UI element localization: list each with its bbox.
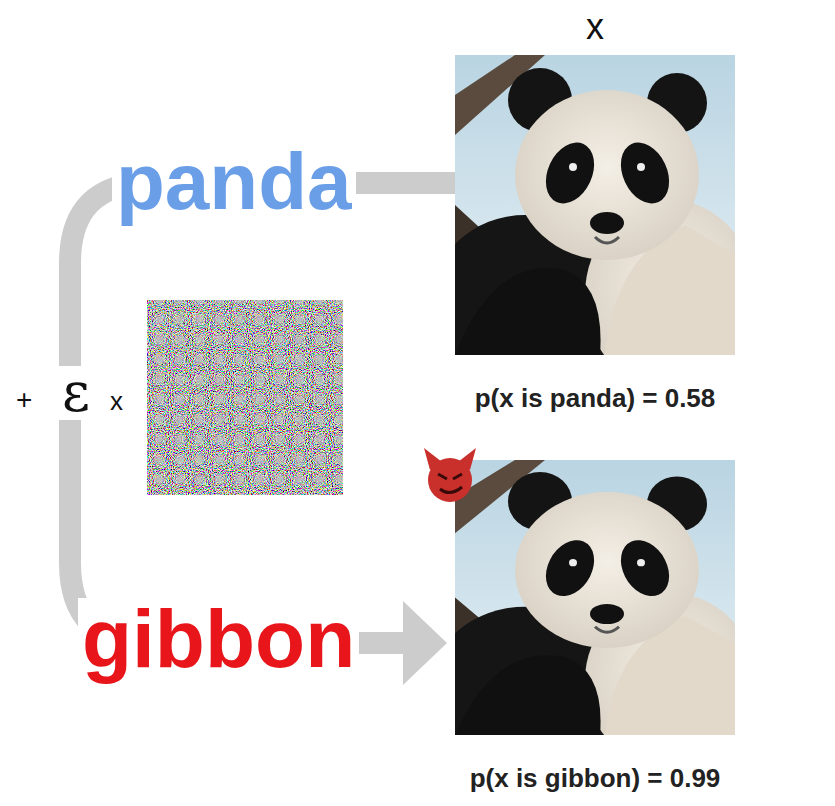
adversarial-image: p(x is gibbon) = 0.99 [455,460,735,735]
probability-caption: p(x is gibbon) = 0.99 [395,765,795,791]
input-image: xp(x is panda) = 0.58 [455,55,735,355]
devil-icon [424,448,476,502]
arrow-head [403,601,447,685]
panda-image [430,55,755,395]
noise-image [147,300,343,495]
epsilon-symbol: ε [58,366,94,420]
class-label: panda [112,142,356,222]
panda-image [430,460,755,772]
arrow-shaft [70,183,455,643]
plus-sign: + [12,386,36,414]
multiply-sign: x [106,388,127,414]
class-label: gibbon [78,598,359,680]
curved-arrow [70,183,455,685]
variable-label: x [395,9,795,45]
probability-caption: p(x is panda) = 0.58 [395,385,795,411]
